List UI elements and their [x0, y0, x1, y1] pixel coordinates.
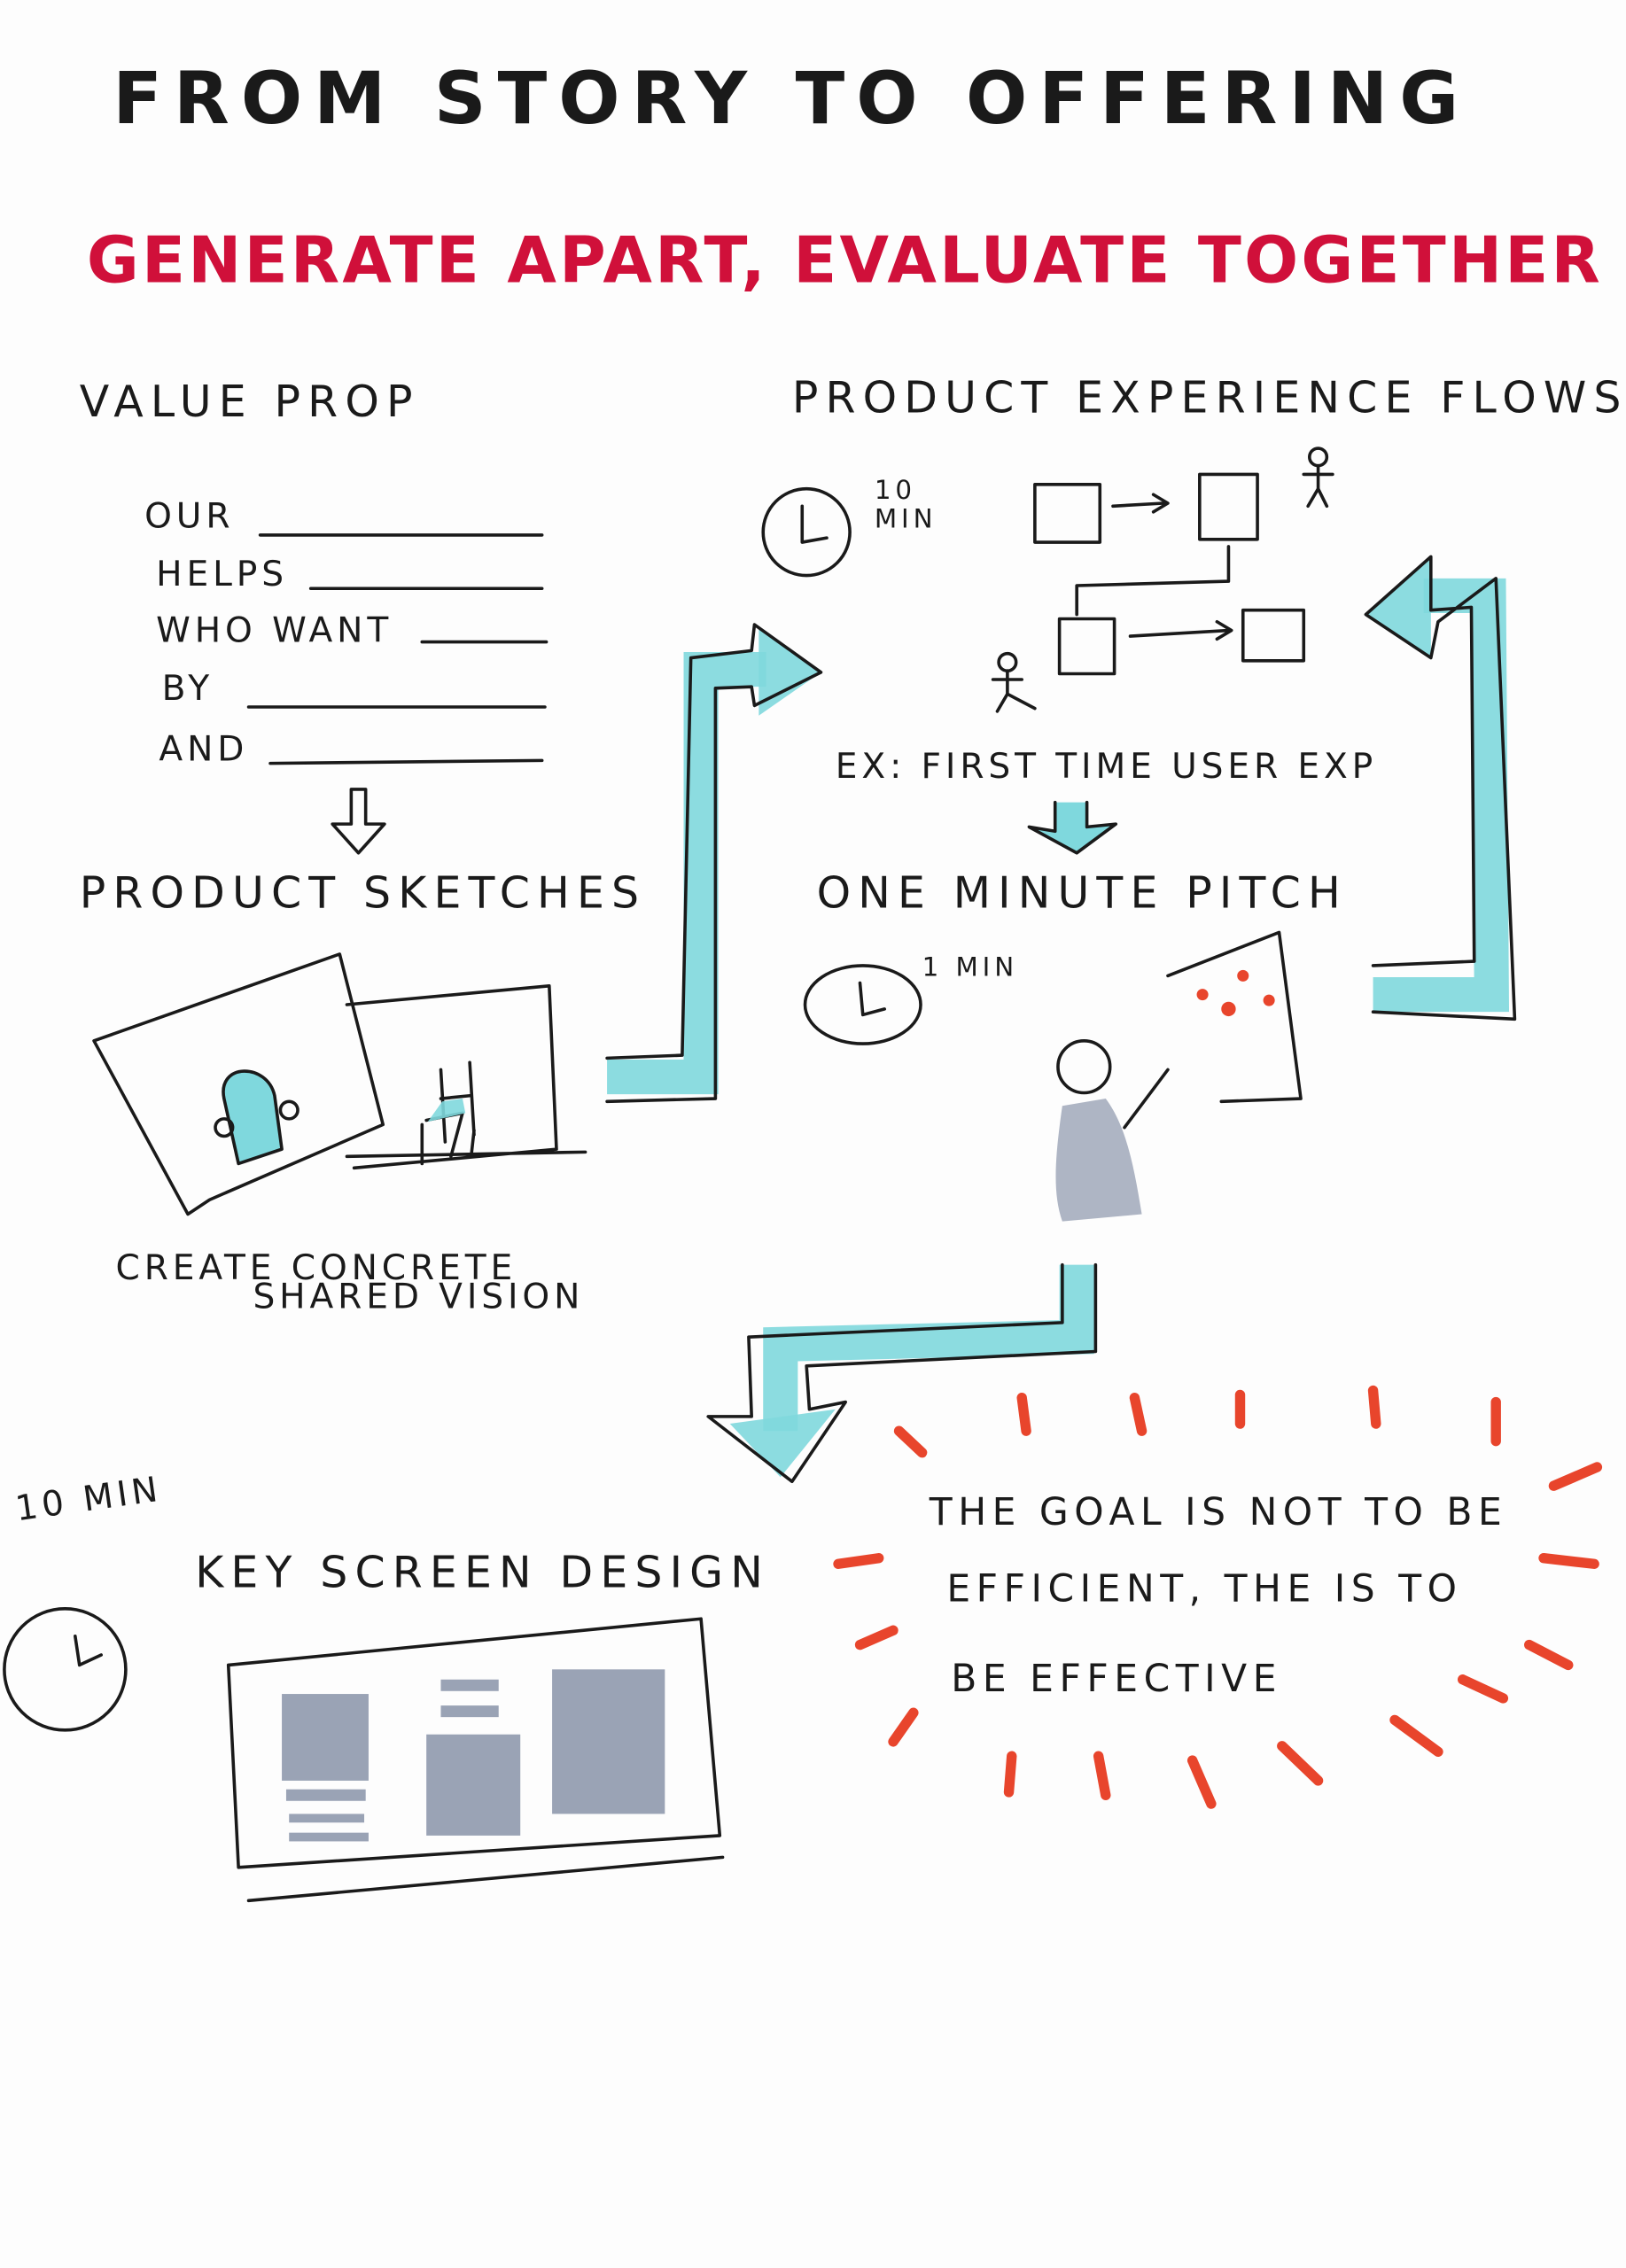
flows-time-unit: MIN: [875, 504, 937, 534]
experience-flows-section: PRODUCT EXPERIENCE FLOWS 10 MIN EX: FIRS…: [761, 372, 1626, 855]
page-title: FROM STORY TO OFFERING: [113, 57, 1470, 141]
product-sketches-section: PRODUCT SKETCHES CREATE CONCRETE SHARED …: [80, 868, 647, 1317]
chair-icon: [420, 1060, 476, 1166]
pitch-board: [1166, 930, 1303, 1104]
sketches-caption: CREATE CONCRETE: [115, 1248, 517, 1288]
presenter-icon: [1055, 1038, 1170, 1222]
blank-line: [268, 758, 544, 765]
value-prop-section: VALUE PROP OUR HELPS WHO WANT BY AND: [80, 377, 548, 855]
value-prop-line: BY: [162, 669, 214, 709]
down-arrow-icon: [1027, 800, 1118, 855]
quote-line: EFFICIENT, THE IS TO: [946, 1567, 1462, 1611]
flow-diagram: [991, 447, 1334, 713]
stick-figure-icon: [991, 651, 1037, 713]
value-prop-line: HELPS: [156, 555, 288, 594]
quote-burst: THE GOAL IS NOT TO BE EFFICIENT, THE IS …: [833, 1385, 1603, 1809]
key-screen-heading: KEY SCREEN DESIGN: [195, 1547, 770, 1597]
clock-icon: [803, 964, 922, 1045]
experience-flows-heading: PRODUCT EXPERIENCE FLOWS: [792, 372, 1626, 423]
clock-icon: [3, 1607, 128, 1732]
stick-figure-icon: [1302, 447, 1334, 509]
quote-line: THE GOAL IS NOT TO BE: [929, 1490, 1508, 1534]
sketches-caption: SHARED VISION: [253, 1278, 584, 1317]
value-prop-heading: VALUE PROP: [80, 377, 420, 427]
burst-rays: [833, 1385, 1603, 1809]
flow-arrow-3: [706, 1262, 1098, 1484]
value-prop-line: WHO WANT: [156, 611, 393, 651]
flow-arrow-2: [1364, 555, 1517, 1021]
pitch-time: 1 MIN: [922, 951, 1018, 982]
flows-time: 10: [875, 475, 916, 505]
clock-icon: [761, 486, 852, 578]
key-screen-section: 10 MIN KEY SCREEN DESIGN: [3, 1470, 770, 1903]
product-sketches-heading: PRODUCT SKETCHES: [80, 868, 647, 919]
armchair-icon: [214, 1069, 300, 1166]
pitch-section: ONE MINUTE PITCH 1 MIN: [803, 868, 1348, 1222]
flow-arrow-1: [605, 623, 823, 1104]
flows-example: EX: FIRST TIME USER EXP: [836, 747, 1377, 787]
value-prop-line: AND: [159, 729, 248, 769]
quote-line: BE EFFECTIVE: [951, 1657, 1282, 1700]
value-prop-line: OUR: [144, 497, 234, 537]
down-arrow-icon: [331, 788, 386, 855]
pitch-heading: ONE MINUTE PITCH: [817, 868, 1348, 919]
screen-mockup: [226, 1617, 725, 1903]
key-screen-time: 10 MIN: [13, 1470, 165, 1530]
page-subtitle: GENERATE APART, EVALUATE TOGETHER: [87, 222, 1603, 297]
sketch-frame-1: [92, 952, 385, 1216]
sketch-frame-2: [345, 984, 587, 1170]
